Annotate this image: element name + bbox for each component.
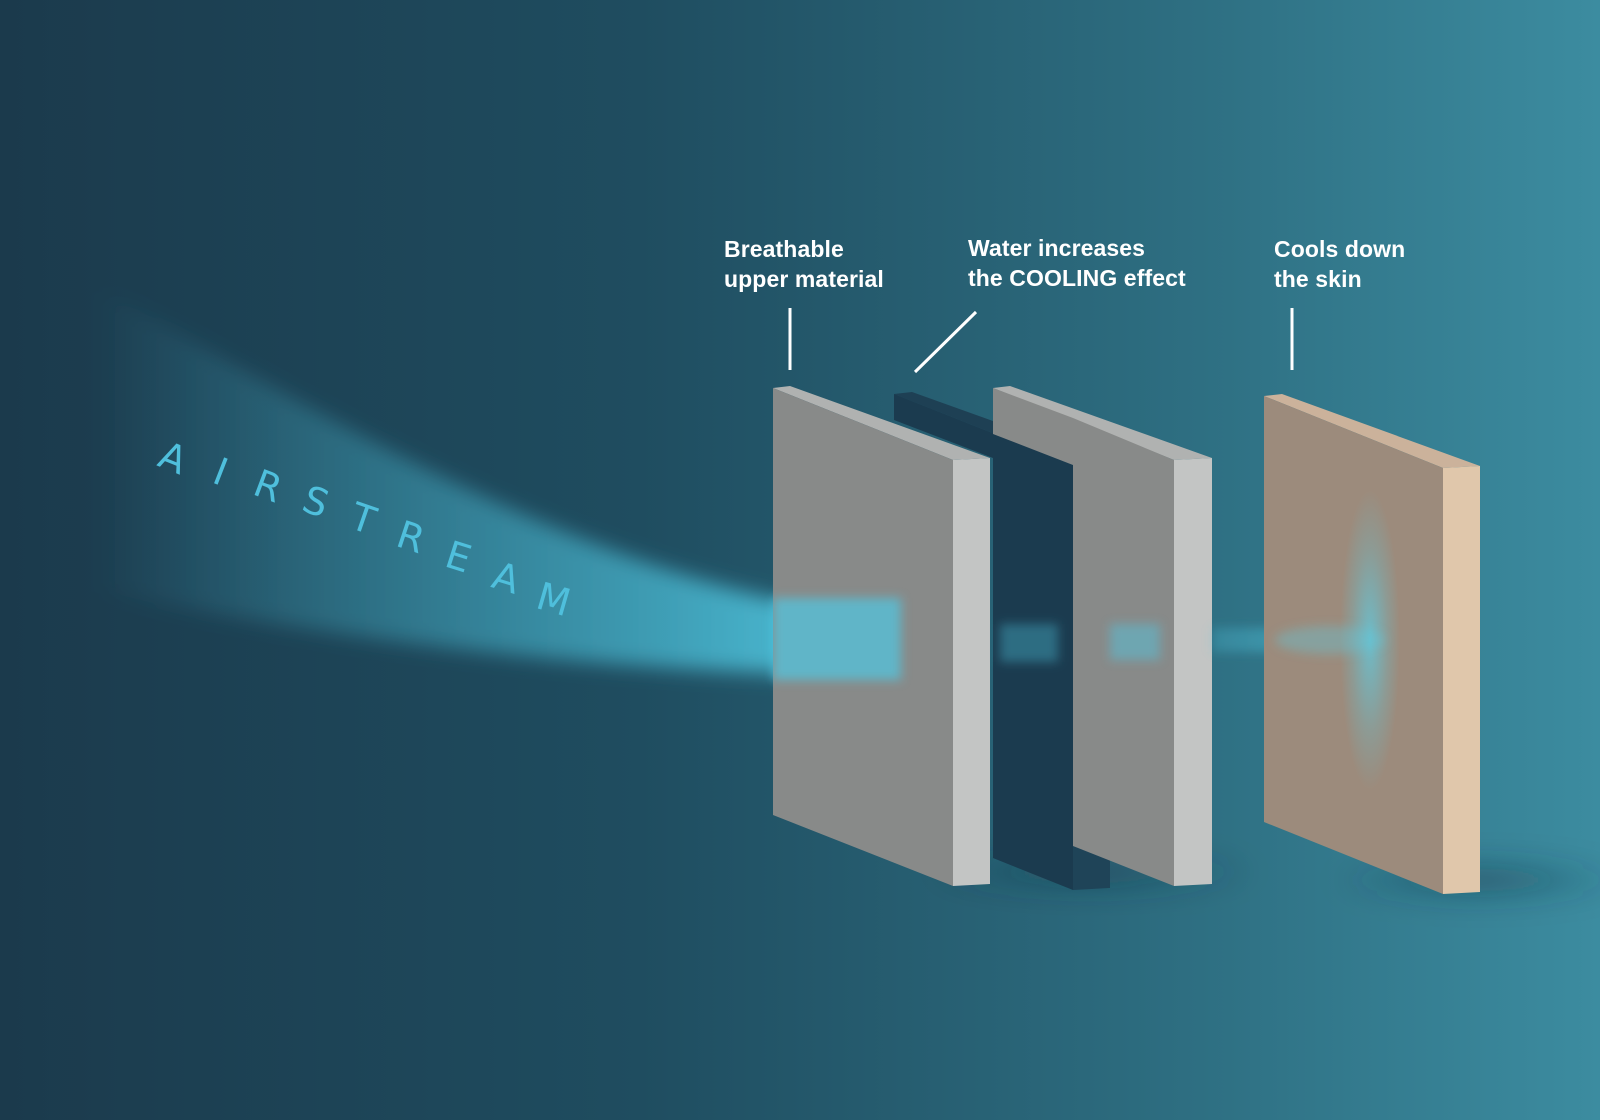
airstream-in-water — [1000, 624, 1058, 662]
label-upper-material: Breathable upper material — [724, 236, 884, 292]
label-upper-line-1: Breathable — [724, 236, 844, 262]
leader-line-water — [913, 310, 978, 374]
label-skin-line-1: Cools down — [1274, 236, 1405, 262]
airstream-on-upper — [773, 598, 901, 680]
label-water-layer: Water increases the COOLING effect — [968, 235, 1186, 291]
skin-cooling-glow — [1275, 490, 1400, 790]
label-water-line-1: Water increases — [968, 235, 1145, 261]
label-water-line-2: the COOLING effect — [968, 265, 1186, 291]
label-skin-line-2: the skin — [1274, 266, 1362, 292]
airstream-flow — [95, 285, 900, 675]
label-skin: Cools down the skin — [1274, 236, 1412, 292]
label-upper-line-2: upper material — [724, 266, 884, 292]
